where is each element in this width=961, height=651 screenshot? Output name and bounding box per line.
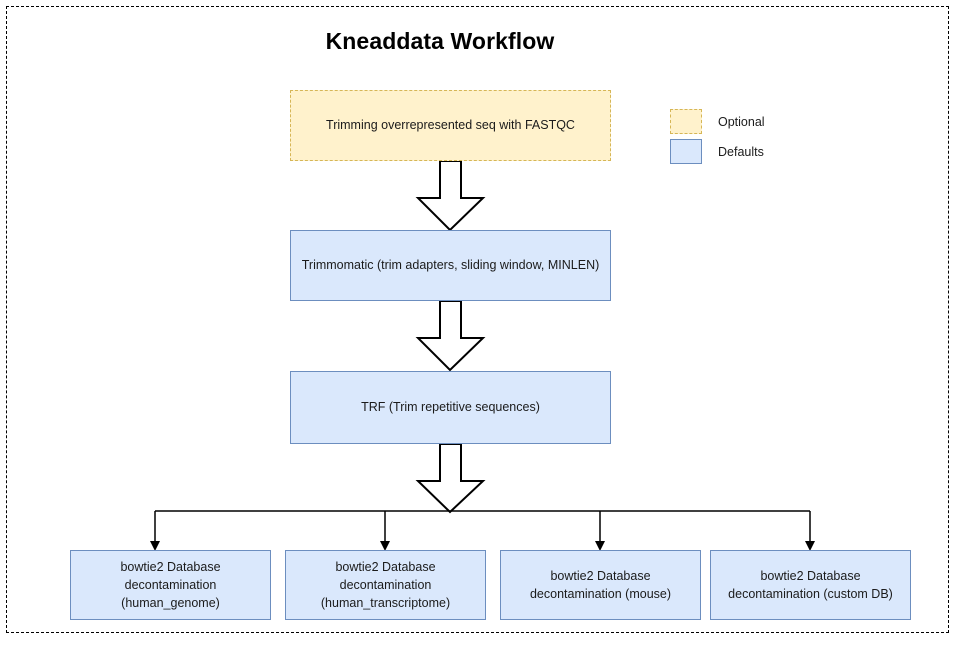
node-trf[interactable]: TRF (Trim repetitive sequences)	[290, 371, 611, 444]
node-trimming-fastqc[interactable]: Trimming overrepresented seq with FASTQC	[290, 90, 611, 161]
legend-label-optional: Optional	[718, 114, 765, 129]
node-trimmomatic[interactable]: Trimmomatic (trim adapters, sliding wind…	[290, 230, 611, 301]
node-bowtie2-human-genome[interactable]: bowtie2 Database decontamination (human_…	[70, 550, 271, 620]
legend-item-defaults: Defaults	[670, 139, 764, 164]
legend-item-optional: Optional	[670, 109, 765, 134]
node-bowtie2-human-transcriptome[interactable]: bowtie2 Database decontamination (human_…	[285, 550, 486, 620]
page-title: Kneaddata Workflow	[325, 28, 555, 54]
node-bowtie2-custom-db[interactable]: bowtie2 Database decontamination (custom…	[710, 550, 911, 620]
legend-label-defaults: Defaults	[718, 144, 764, 159]
diagram-frame-border	[6, 6, 949, 633]
legend-swatch-defaults	[670, 139, 702, 164]
legend-swatch-optional	[670, 109, 702, 134]
node-bowtie2-mouse[interactable]: bowtie2 Database decontamination (mouse)	[500, 550, 701, 620]
